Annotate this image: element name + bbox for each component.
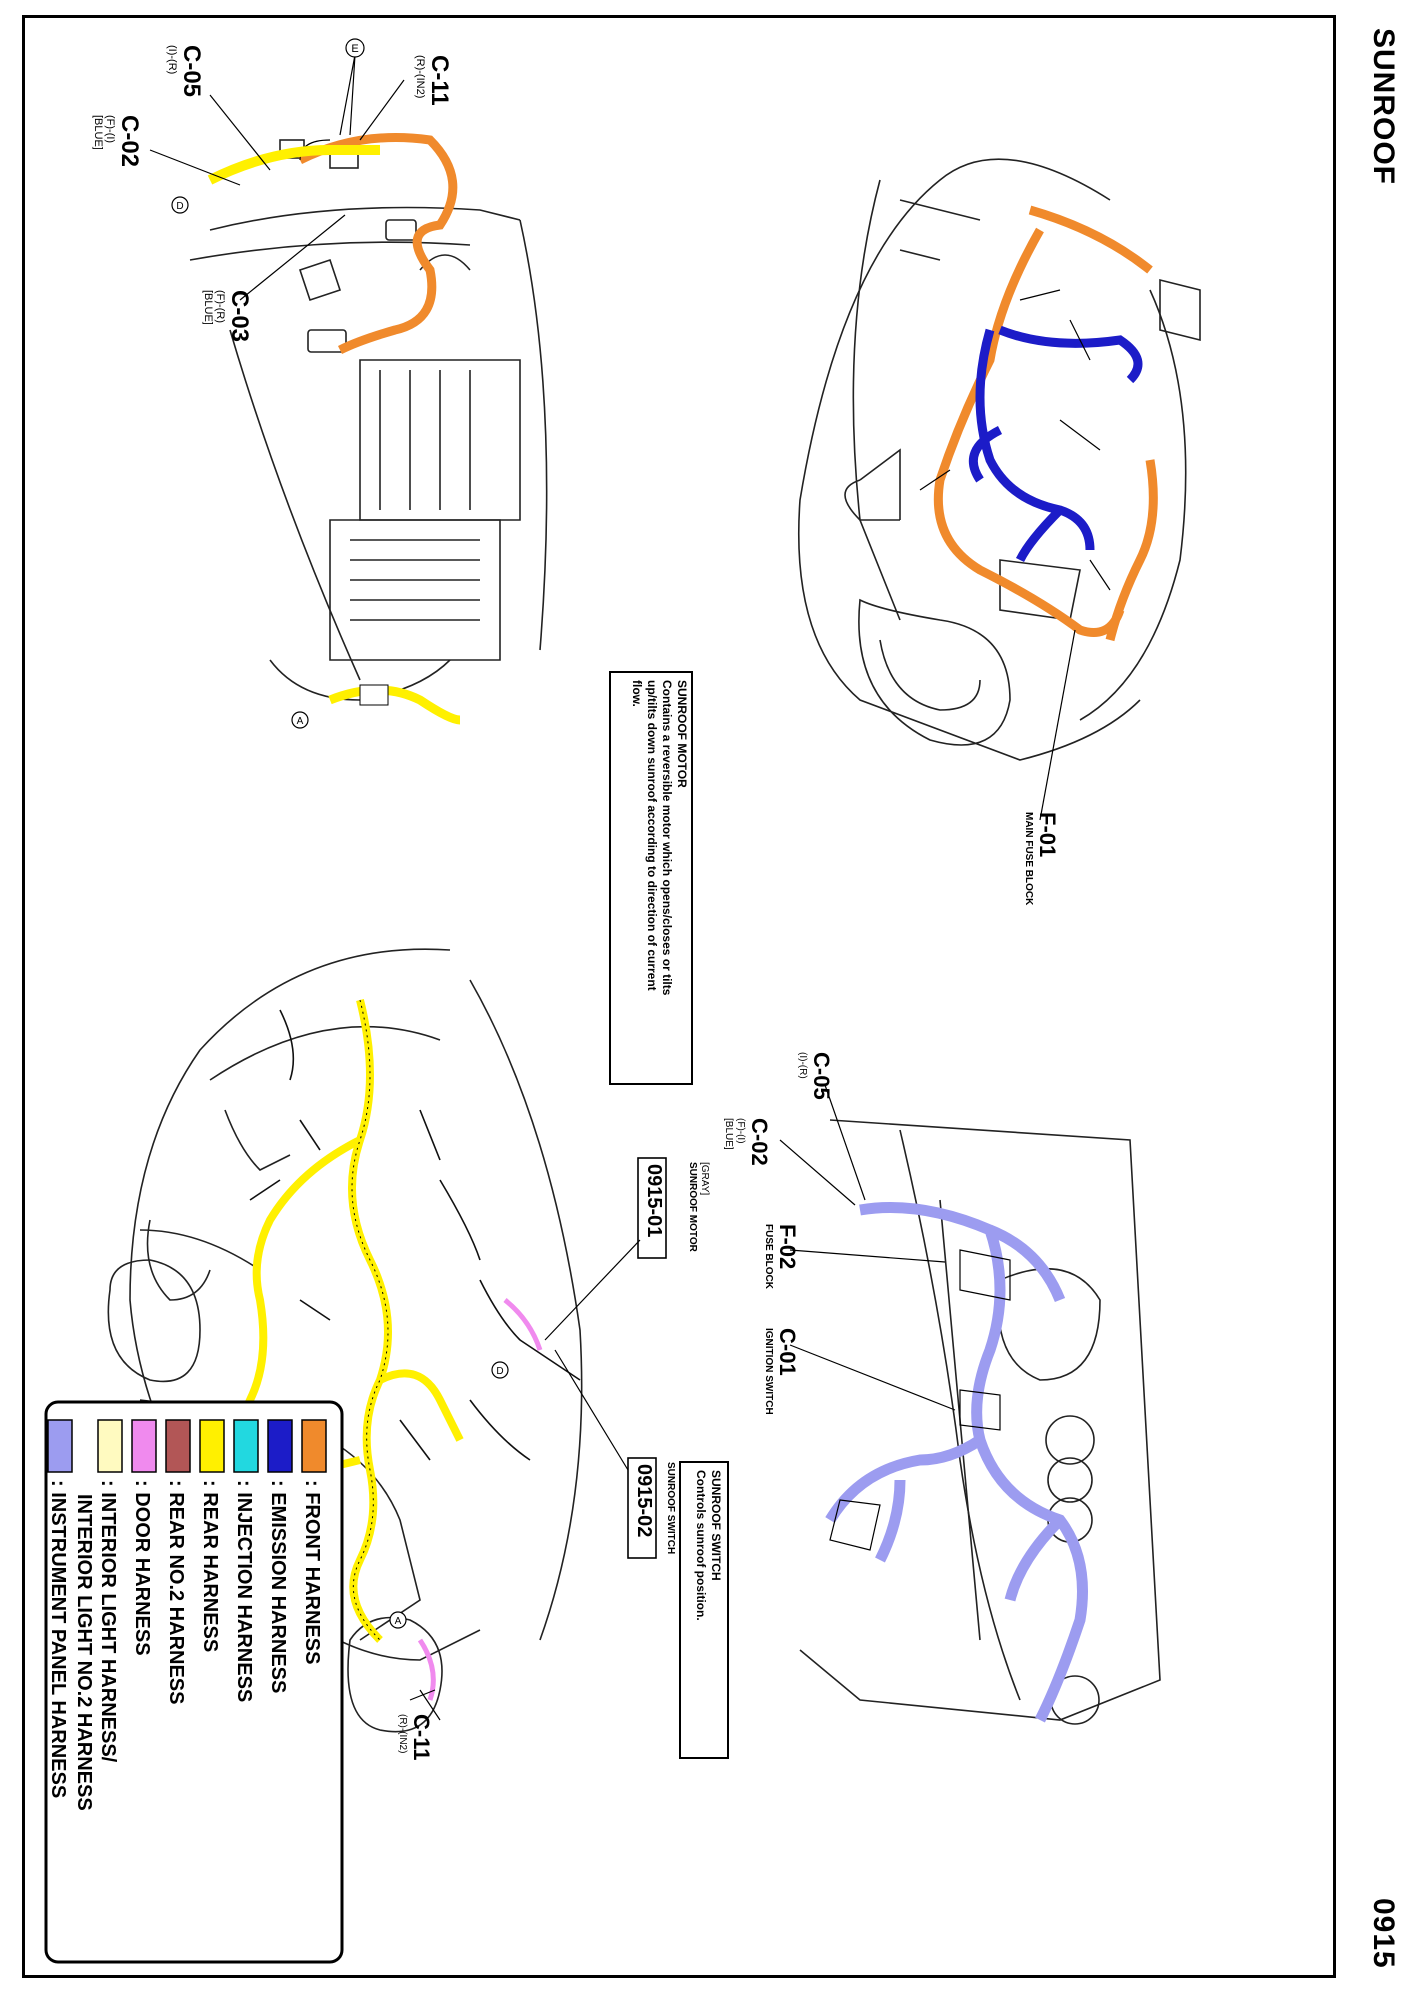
svg-text:(F)-(I): (F)-(I)	[735, 1118, 746, 1144]
marker-d-top: D	[176, 201, 183, 212]
svg-text:[GRAY]: [GRAY]	[699, 1162, 710, 1195]
note-sunroof-motor: SUNROOF MOTOR Contains a reversible moto…	[630, 680, 689, 996]
svg-text:(F)-(I): (F)-(I)	[104, 115, 116, 143]
svg-text:SUNROOF MOTOR: SUNROOF MOTOR	[675, 680, 689, 788]
legend-swatch	[97, 1419, 123, 1473]
svg-text:up/tilts down sunroof accordin: up/tilts down sunroof according to direc…	[645, 680, 659, 991]
legend-swatch	[165, 1419, 191, 1473]
label-f01: F-01 MAIN FUSE BLOCK	[1023, 812, 1060, 906]
front-harness-wire-engine	[933, 205, 1158, 642]
svg-text:IGNITION SWITCH: IGNITION SWITCH	[763, 1328, 774, 1415]
door-harness-wire	[417, 1298, 543, 1701]
svg-text:F-01: F-01	[1035, 812, 1060, 857]
svg-text:Contains a reversible motor wh: Contains a reversible motor which opens/…	[660, 680, 674, 996]
page-frame	[22, 15, 1336, 1978]
view-top-right	[797, 158, 1201, 761]
component-0915-01: 0915-01	[643, 1164, 665, 1237]
svg-text:0915-02: 0915-02	[633, 1464, 655, 1537]
svg-text:(F)-(R): (F)-(R)	[214, 290, 226, 323]
marker-a-top: A	[297, 716, 304, 727]
svg-text:(I)-(R): (I)-(R)	[166, 45, 178, 74]
rear-harness-wire-body	[239, 999, 464, 1643]
svg-text:flow.: flow.	[630, 680, 644, 707]
component-0915-02-label: SUNROOF SWITCH	[665, 1462, 676, 1554]
svg-text:C-05: C-05	[809, 1052, 834, 1100]
legend-label: : INJECTION HARNESS	[233, 1480, 255, 1702]
marker-a-bottom: A	[395, 1616, 402, 1627]
rear-harness-wire-lower	[328, 685, 461, 725]
svg-text:[BLUE]: [BLUE]	[723, 1118, 734, 1150]
svg-text:(R)-(IN2): (R)-(IN2)	[414, 55, 426, 98]
svg-text:C-02: C-02	[116, 115, 143, 167]
label-c02-top-left: C-02 (F)-(I) [BLUE]	[92, 115, 143, 167]
instrument-panel-harness-wire	[825, 1202, 1088, 1723]
svg-text:C-01: C-01	[775, 1328, 800, 1376]
svg-text:(R)-(IN2): (R)-(IN2)	[397, 1714, 408, 1753]
svg-text:[BLUE]: [BLUE]	[202, 290, 214, 325]
svg-text:C-11: C-11	[426, 55, 453, 106]
legend-label: : REAR NO.2 HARNESS	[165, 1480, 187, 1704]
svg-text:C-02: C-02	[747, 1118, 772, 1166]
rear-harness-wire	[207, 145, 380, 185]
emission-harness-wire	[968, 325, 1143, 563]
svg-text:0915-01: 0915-01	[643, 1164, 665, 1237]
marker-e: E	[351, 43, 358, 55]
legend-label: : REAR HARNESS	[199, 1480, 221, 1652]
legend: : FRONT HARNESS : EMISSION HARNESS : INJEC…	[47, 1419, 327, 1811]
svg-text:FUSE BLOCK: FUSE BLOCK	[763, 1224, 774, 1290]
component-0915-01-label: [GRAY] SUNROOF MOTOR	[687, 1162, 710, 1253]
note-sunroof-switch: SUNROOF SWITCH Controls sunroof position…	[694, 1470, 723, 1621]
legend-label: : INSTRUMENT PANEL HARNESS	[47, 1480, 69, 1798]
svg-text:Controls sunroof position.: Controls sunroof position.	[694, 1470, 708, 1621]
label-c01: C-01 IGNITION SWITCH	[763, 1328, 800, 1415]
svg-text:C-03: C-03	[226, 290, 253, 342]
svg-text:C-11: C-11	[409, 1714, 434, 1760]
legend-swatch	[47, 1419, 73, 1473]
legend-label: : EMISSION HARNESS	[267, 1480, 289, 1693]
legend-label: : FRONT HARNESS	[301, 1480, 323, 1664]
marker-d-bottom: D	[496, 1366, 503, 1377]
svg-text:F-02: F-02	[775, 1224, 800, 1269]
component-0915-02: 0915-02	[633, 1464, 655, 1537]
svg-text:SUNROOF SWITCH: SUNROOF SWITCH	[709, 1470, 723, 1581]
svg-text:SUNROOF MOTOR: SUNROOF MOTOR	[687, 1162, 698, 1253]
legend-label: : INTERIOR LIGHT HARNESS/	[97, 1480, 119, 1763]
label-c03-top-left: C-03 (F)-(R) [BLUE]	[202, 290, 253, 342]
label-c02-bottom-right: C-02 (F)-(I) [BLUE]	[723, 1118, 772, 1166]
label-c11-top-left: C-11 (R)-(IN2)	[414, 55, 453, 106]
svg-text:(I)-(R): (I)-(R)	[797, 1052, 808, 1079]
svg-text:SUNROOF SWITCH: SUNROOF SWITCH	[665, 1462, 676, 1554]
legend-label-line2: INTERIOR LIGHT NO.2 HARNESS	[73, 1494, 95, 1811]
legend-swatch	[267, 1419, 293, 1473]
svg-text:MAIN FUSE BLOCK: MAIN FUSE BLOCK	[1023, 812, 1034, 906]
label-f02: F-02 FUSE BLOCK	[763, 1224, 800, 1290]
legend-box	[44, 1400, 344, 1964]
svg-text:C-05: C-05	[178, 45, 205, 97]
legend-swatch	[301, 1419, 327, 1473]
legend-swatch	[131, 1419, 157, 1473]
label-c05-top-left: C-05 (I)-(R)	[166, 45, 205, 97]
label-c05-bottom-right: C-05 (I)-(R)	[797, 1052, 834, 1100]
legend-swatch	[233, 1419, 259, 1473]
front-harness-wire	[297, 133, 458, 355]
svg-text:[BLUE]: [BLUE]	[92, 115, 104, 150]
view-top-left	[189, 139, 548, 701]
label-c11-bottom-left: C-11 (R)-(IN2)	[397, 1714, 434, 1760]
legend-swatch	[199, 1419, 225, 1473]
legend-label: : DOOR HARNESS	[131, 1480, 153, 1656]
